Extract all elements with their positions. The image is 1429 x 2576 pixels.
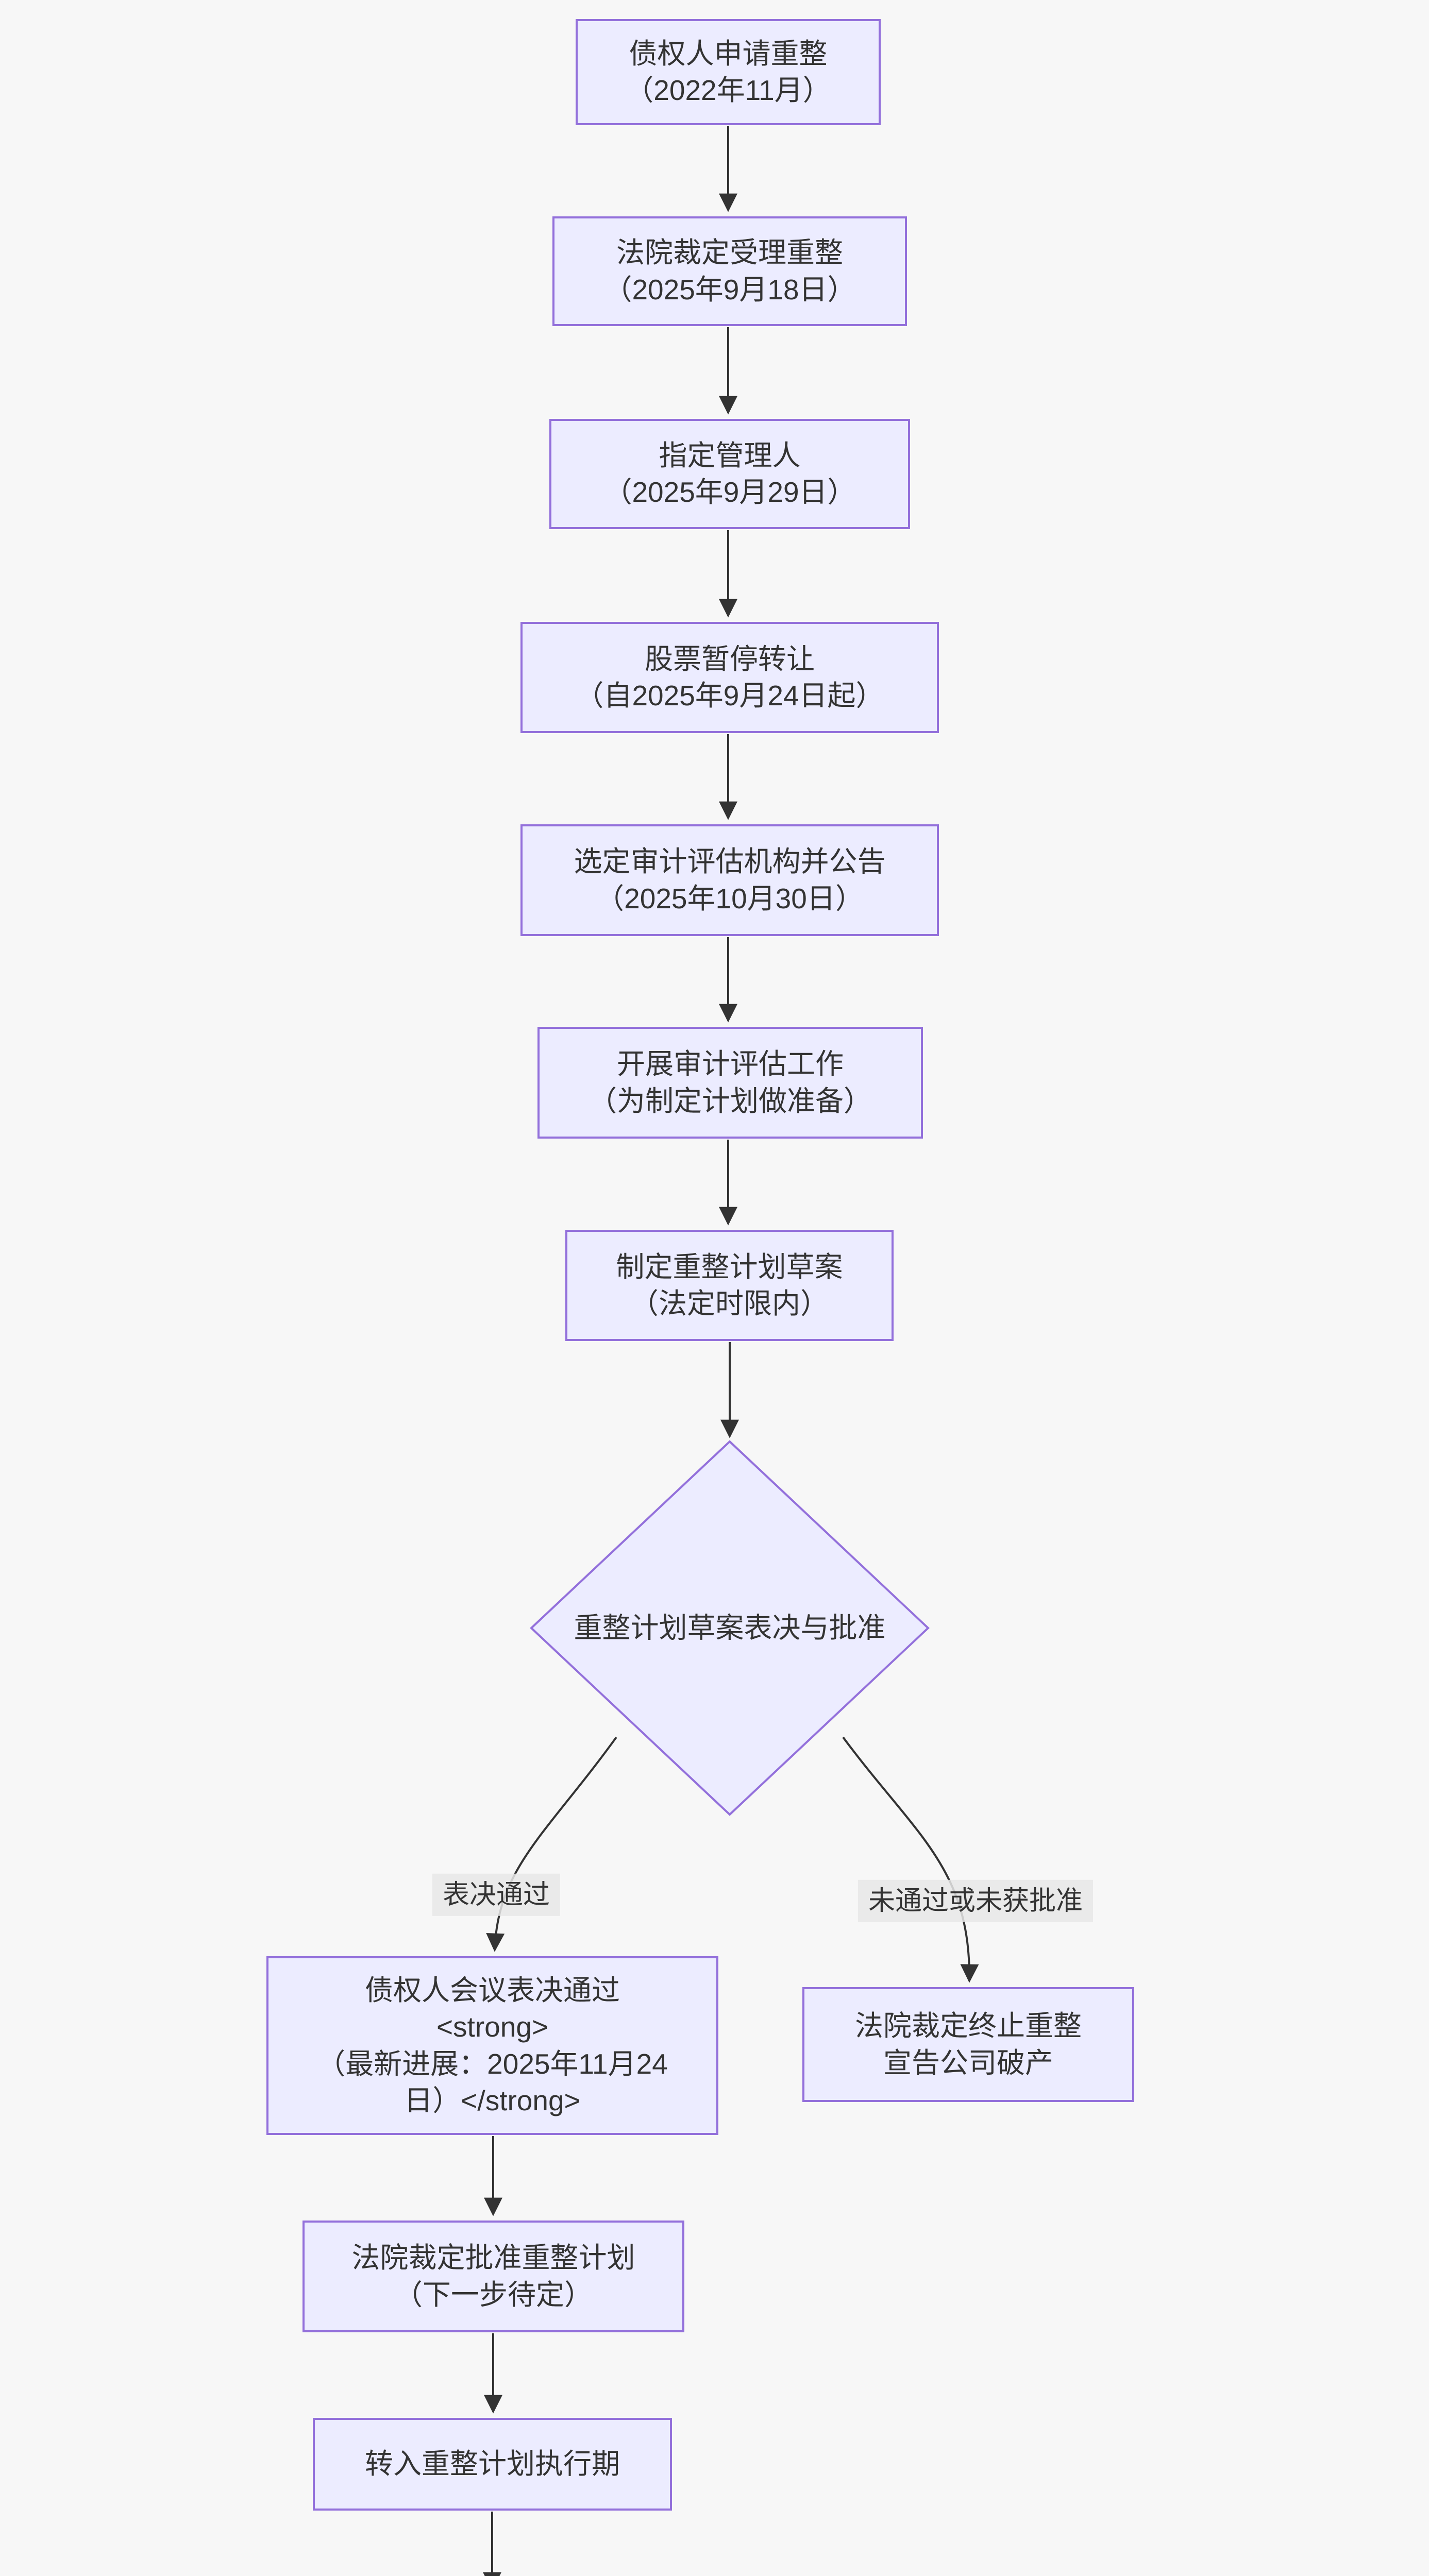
node-appoint-line2: （2025年9月29日） — [603, 476, 856, 508]
node-accept-line1: 法院裁定受理重整 — [616, 236, 843, 268]
edge-decision-votepassed — [486, 1736, 617, 1952]
node-vote-passed-line3: （最新进展：2025年11月24 — [317, 2047, 668, 2080]
node-select-auditor-line1: 选定审计评估机构并公告 — [574, 845, 886, 877]
node-audit-work: 开展审计评估工作 （为制定计划做准备） — [537, 1027, 923, 1139]
node-select-auditor: 选定审计评估机构并公告 （2025年10月30日） — [520, 824, 939, 936]
node-appoint-line1: 指定管理人 — [659, 439, 801, 471]
node-accept-line2: （2025年9月18日） — [603, 273, 856, 306]
node-approve-plan-line2: （下一步待定） — [394, 2278, 593, 2311]
node-apply-line2: （2022年11月） — [625, 74, 831, 106]
edge-label-pass: 表决通过 — [432, 1873, 561, 1917]
node-approve-plan-line1: 法院裁定批准重整计划 — [351, 2242, 635, 2274]
node-terminate-line1: 法院裁定终止重整 — [854, 2010, 1082, 2042]
node-apply: 债权人申请重整 （2022年11月） — [576, 19, 881, 125]
node-suspend-line2: （自2025年9月24日起） — [575, 680, 884, 711]
node-draft-plan: 制定重整计划草案 （法定时限内） — [565, 1230, 894, 1341]
edge-decision-terminate — [842, 1736, 979, 1983]
node-vote-passed-line1: 债权人会议表决通过 — [364, 1974, 620, 2006]
node-terminate-line2: 宣告公司破产 — [883, 2046, 1053, 2079]
node-terminate: 法院裁定终止重整 宣告公司破产 — [802, 1987, 1134, 2102]
decision-diamond-shape — [530, 1440, 930, 1816]
node-decision-label: 重整计划草案表决与批准 — [574, 1612, 886, 1644]
node-approve-plan: 法院裁定批准重整计划 （下一步待定） — [302, 2221, 684, 2332]
node-suspend: 股票暂停转让 （自2025年9月24日起） — [520, 622, 939, 733]
node-vote-passed-line2: <strong> — [436, 2011, 549, 2043]
node-vote-passed: 债权人会议表决通过 <strong> （最新进展：2025年11月24 日）</… — [266, 1956, 718, 2135]
node-accept: 法院裁定受理重整 （2025年9月18日） — [552, 216, 907, 326]
node-audit-work-line2: （为制定计划做准备） — [588, 1084, 872, 1117]
node-draft-plan-line2: （法定时限内） — [630, 1287, 829, 1319]
node-appoint: 指定管理人 （2025年9月29日） — [549, 419, 910, 529]
node-apply-line1: 债权人申请重整 — [629, 37, 828, 70]
node-execution-period: 转入重整计划执行期 — [313, 2418, 672, 2511]
node-draft-plan-line1: 制定重整计划草案 — [616, 1250, 843, 1283]
node-suspend-line1: 股票暂停转让 — [644, 642, 815, 675]
edge-label-fail: 未通过或未获批准 — [858, 1879, 1094, 1923]
node-audit-work-line1: 开展审计评估工作 — [616, 1048, 844, 1080]
node-execution-period-line1: 转入重整计划执行期 — [364, 2448, 620, 2480]
node-select-auditor-line2: （2025年10月30日） — [596, 882, 864, 914]
node-vote-passed-line4: 日）</strong> — [404, 2084, 581, 2116]
